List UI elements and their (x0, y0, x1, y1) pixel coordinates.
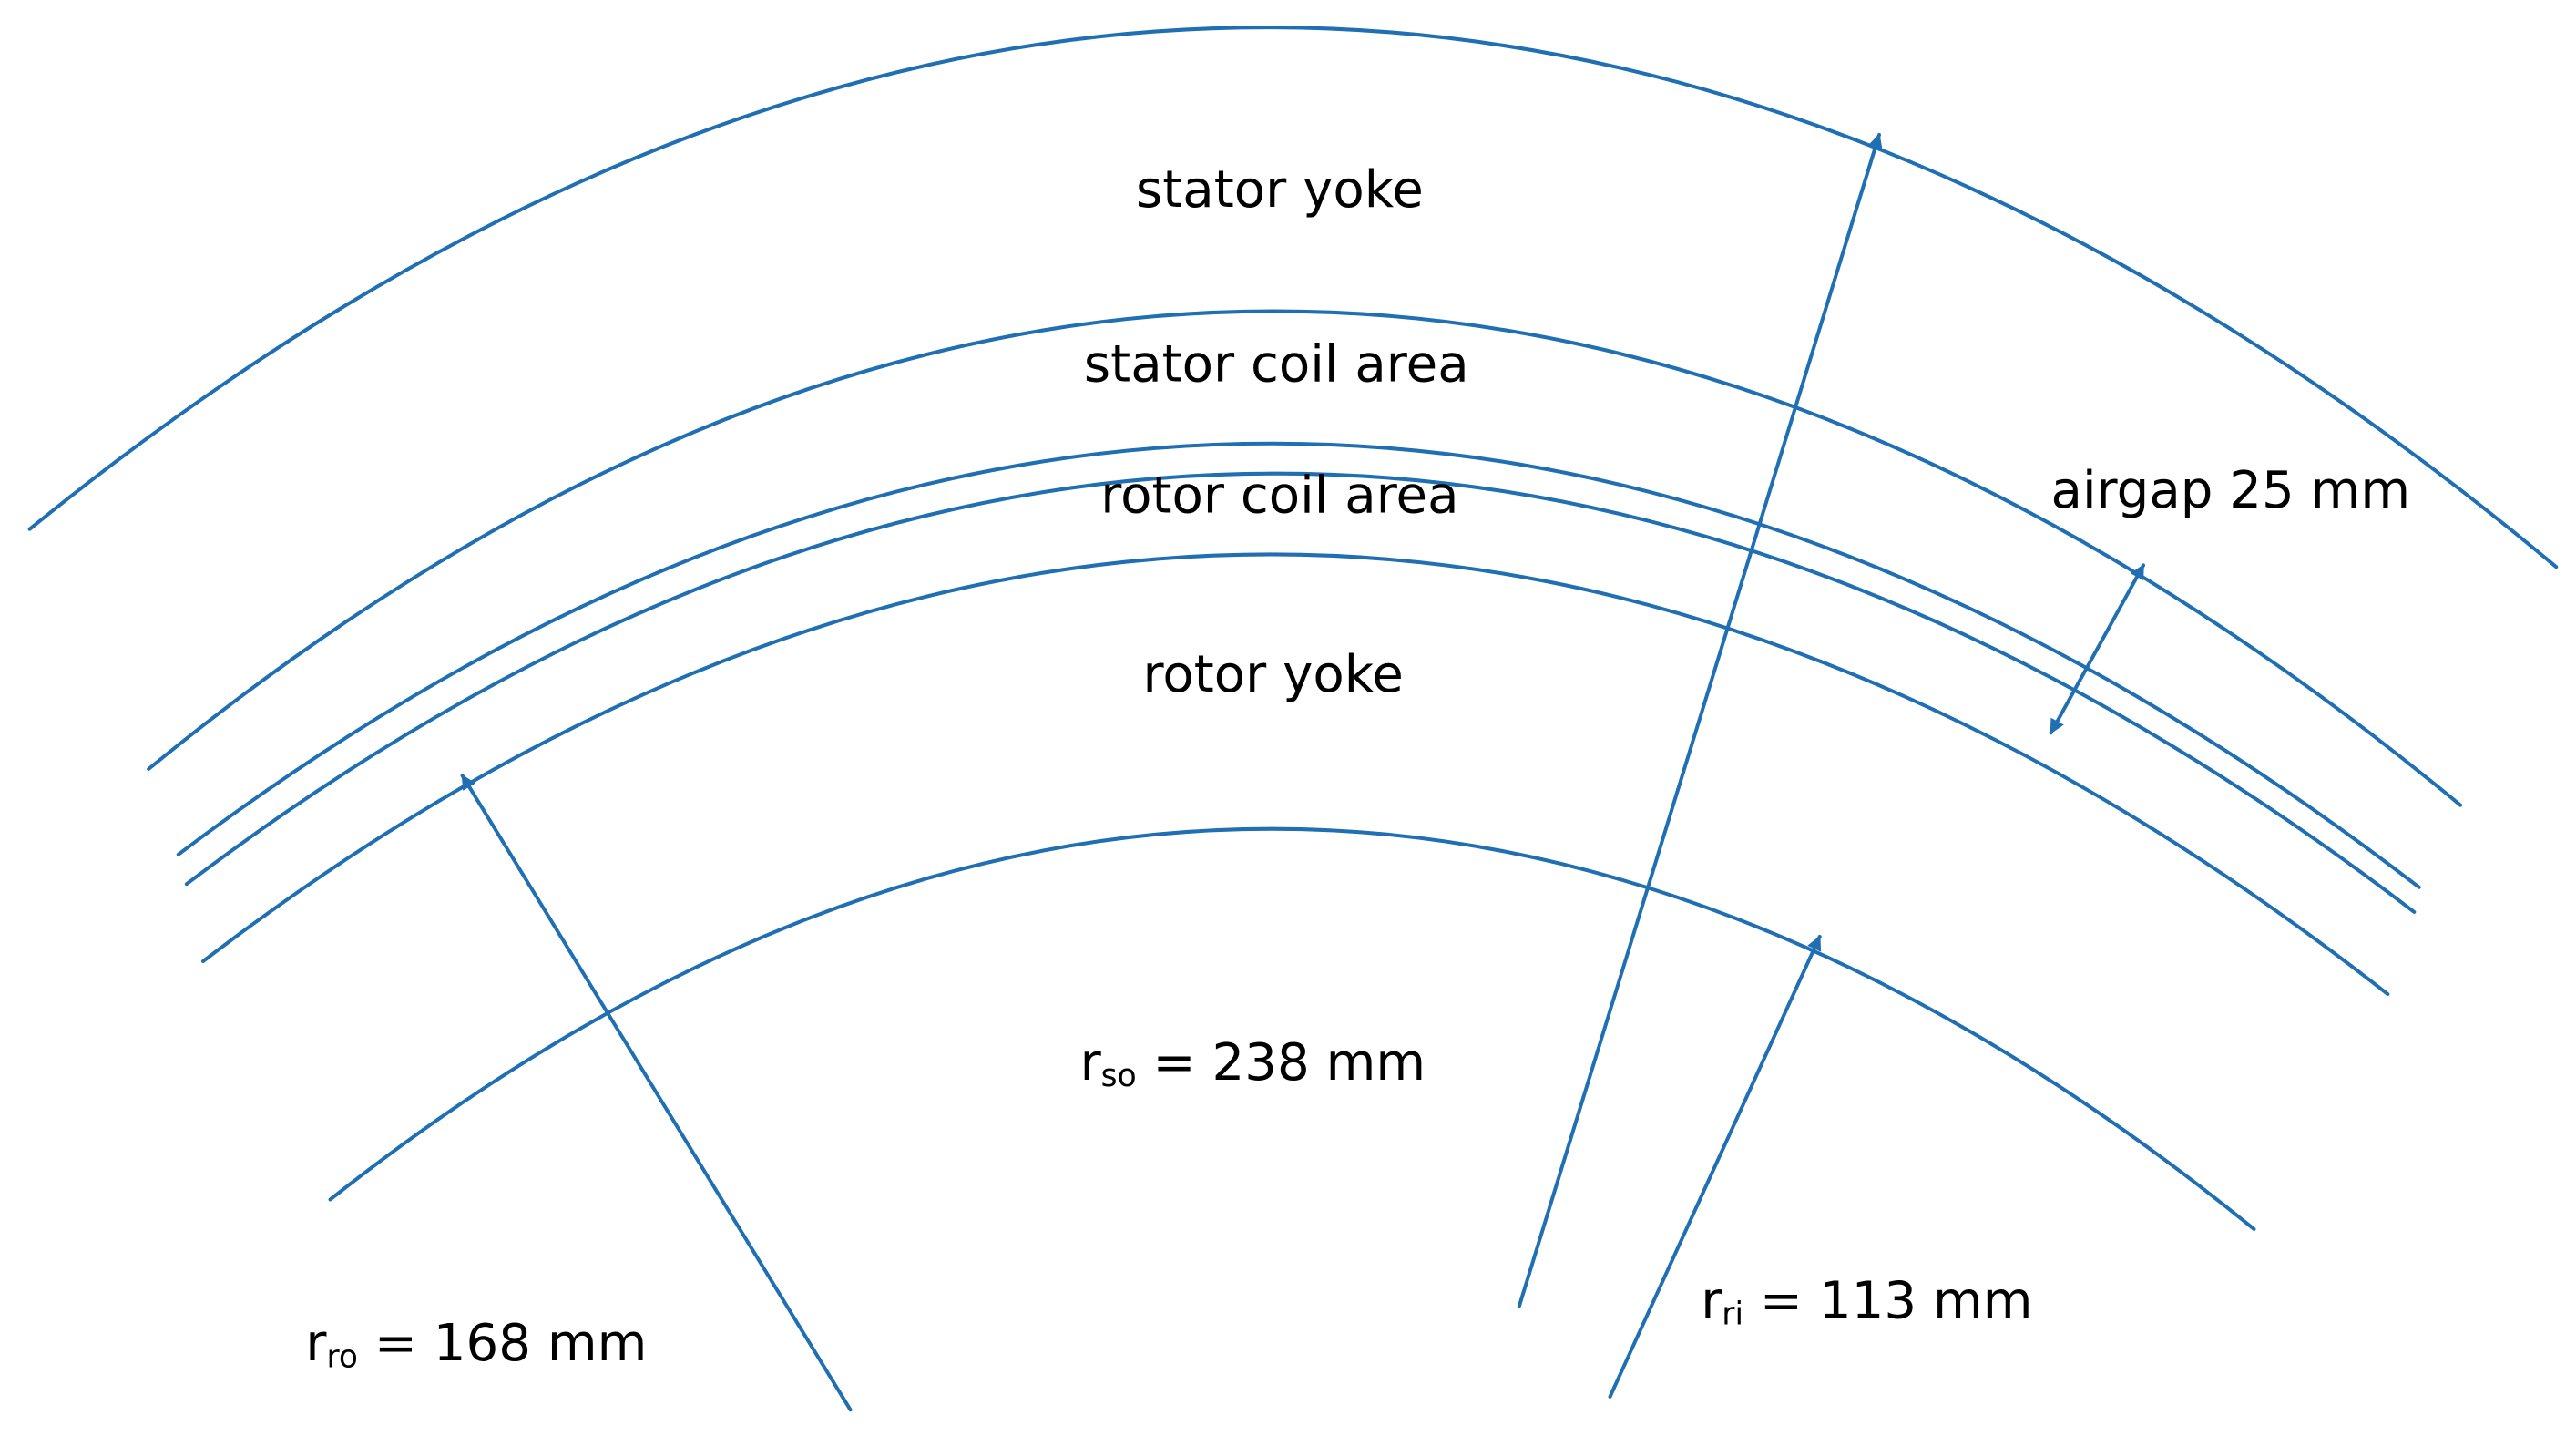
airgap-label: airgap 25 mm (2051, 461, 2411, 520)
region-labels: stator yoke stator coil area rotor coil … (305, 160, 2410, 1375)
r-ro-value: = 168 mm (358, 1314, 647, 1373)
stator-coil-area-label: stator coil area (1084, 335, 1469, 395)
r-so-arrow (1517, 132, 1883, 1308)
dimension-arrows (460, 132, 2146, 1412)
rotor-inner-arc (328, 826, 2256, 1231)
rotor-coil-area-label: rotor coil area (1100, 467, 1458, 526)
r-ri-label: rri = 113 mm (1701, 1271, 2032, 1332)
r-ri-subscript: ri (1722, 1297, 1743, 1333)
r-ro-label: rro = 168 mm (305, 1314, 647, 1375)
r-ro-symbol: r (305, 1314, 327, 1373)
stator-yoke-label: stator yoke (1136, 160, 1424, 220)
r-ro-arrow (460, 774, 853, 1412)
stator-inner-arc (147, 309, 2463, 807)
rotor-coil-inner-arc (200, 552, 2390, 997)
r-so-value: = 238 mm (1137, 1033, 1426, 1092)
r-ro-subscript: ro (326, 1339, 357, 1376)
r-so-label: rso = 238 mm (1080, 1033, 1426, 1094)
r-so-symbol: r (1080, 1033, 1102, 1092)
r-ri-symbol: r (1701, 1271, 1722, 1330)
rotor-yoke-label: rotor yoke (1142, 645, 1403, 704)
airgap-arrow (2049, 563, 2146, 735)
radius-arcs (27, 26, 2559, 1231)
stator-outer-arc (27, 26, 2559, 569)
r-ri-value: = 113 mm (1743, 1271, 2032, 1330)
r-so-subscript: so (1101, 1058, 1137, 1094)
r-ri-arrow (1608, 934, 1822, 1399)
